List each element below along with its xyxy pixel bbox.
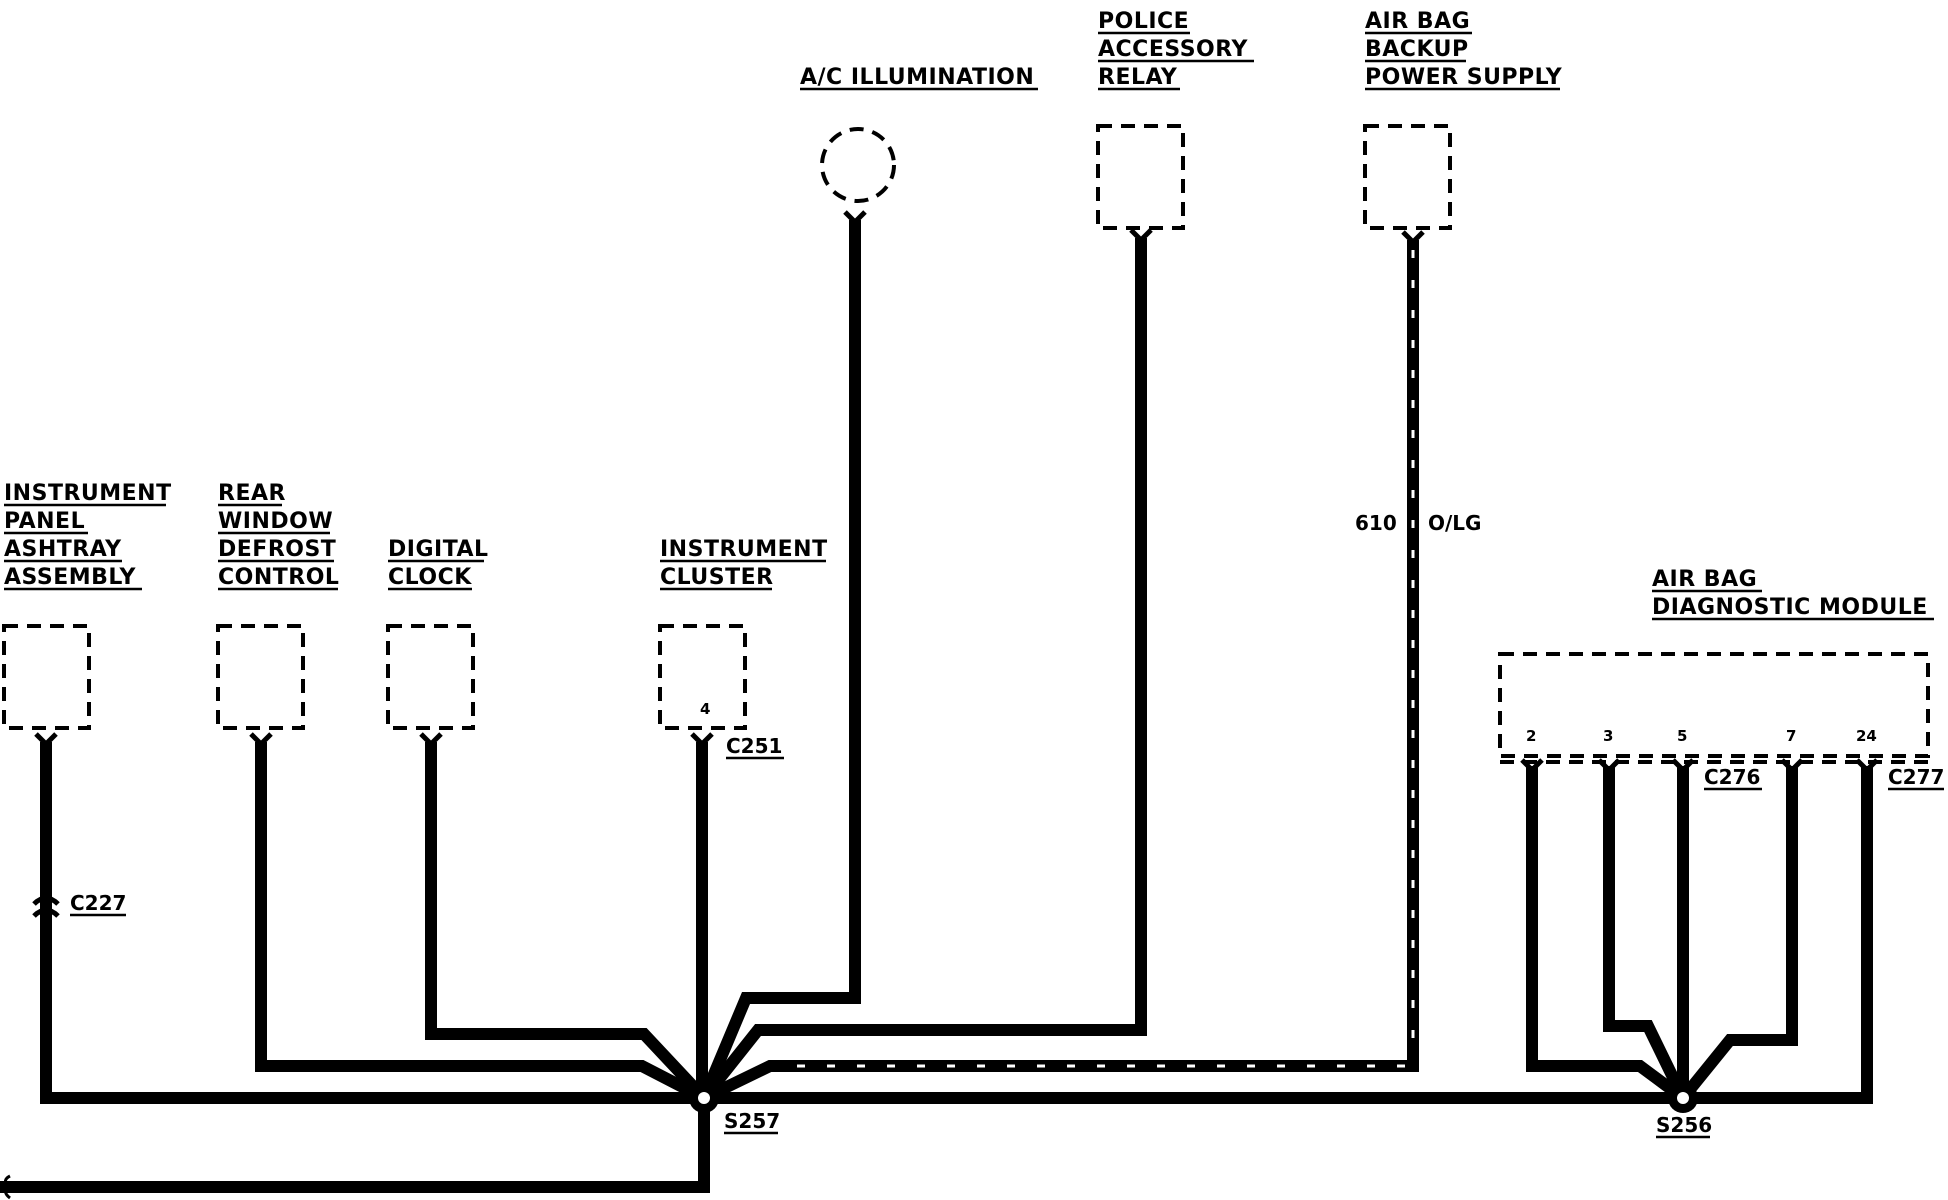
- diag-pin-7: 7: [1786, 727, 1796, 745]
- wire-circuit-number: 610: [1355, 511, 1397, 535]
- cluster-box: [658, 624, 747, 730]
- label-underlines: [4, 31, 1934, 621]
- defrost-label: REAR WINDOW DEFROST CONTROL: [218, 481, 344, 590]
- wire-diag-pin-2: [1526, 766, 1687, 1103]
- cluster-label: INSTRUMENT CLUSTER: [660, 537, 836, 590]
- c276-label: C276: [1704, 765, 1760, 789]
- ac-illumination-bulb: [820, 127, 896, 203]
- wire-police-relay: [699, 238, 1147, 1102]
- diag-pin-2: 2: [1526, 727, 1536, 745]
- clock-box: [386, 624, 475, 730]
- diag-pin-3: 3: [1603, 727, 1613, 745]
- diag-module-label: AIR BAG DIAGNOSTIC MODULE: [1652, 567, 1928, 620]
- wire-diag-pin-3: [1603, 766, 1689, 1101]
- s256-label: S256: [1656, 1113, 1712, 1137]
- police-relay-label: POLICE ACCESSORY RELAY: [1098, 9, 1256, 90]
- wire-diag-pin-24: [1683, 766, 1873, 1104]
- police-relay-box: [1096, 124, 1185, 230]
- c277-label: C277: [1888, 765, 1944, 789]
- splice-s257: [689, 1083, 719, 1113]
- terminals: [34, 210, 1879, 774]
- backup-supply-label: AIR BAG BACKUP POWER SUPPLY: [1365, 9, 1563, 90]
- ac-illumination-label: A/C ILLUMINATION: [800, 65, 1034, 90]
- wire-defrost: [255, 742, 707, 1104]
- wire-color-code: O/LG: [1428, 511, 1481, 535]
- defrost-box: [216, 624, 305, 730]
- wire-ashtray: [40, 742, 704, 1104]
- wires: [0, 220, 1873, 1193]
- wire-ground-s257: [0, 1098, 710, 1193]
- splice-s256: [1668, 1083, 1698, 1113]
- c227-label: C227: [70, 891, 126, 915]
- s257-label: S257: [724, 1109, 780, 1133]
- wire-diag-pin-7: [1678, 766, 1798, 1102]
- c227-connector-symbol: [32, 895, 60, 918]
- ashtray-label: INSTRUMENT PANEL ASHTRAY ASSEMBLY: [4, 481, 180, 590]
- diag-module-box: [1498, 652, 1930, 758]
- diag-pin-5: 5: [1677, 727, 1687, 745]
- diag-pin-24: 24: [1856, 727, 1877, 745]
- ashtray-box: [2, 624, 91, 730]
- ground-end-mark: [3, 1174, 11, 1200]
- clock-label: DIGITAL CLOCK: [388, 537, 497, 590]
- c251-label: C251: [726, 734, 782, 758]
- wire-ac-illumination: [698, 220, 861, 1101]
- cluster-pin-4: 4: [700, 700, 710, 718]
- backup-supply-box: [1363, 124, 1452, 230]
- wire-backup-supply: [701, 240, 1419, 1104]
- wire-clock: [425, 742, 709, 1103]
